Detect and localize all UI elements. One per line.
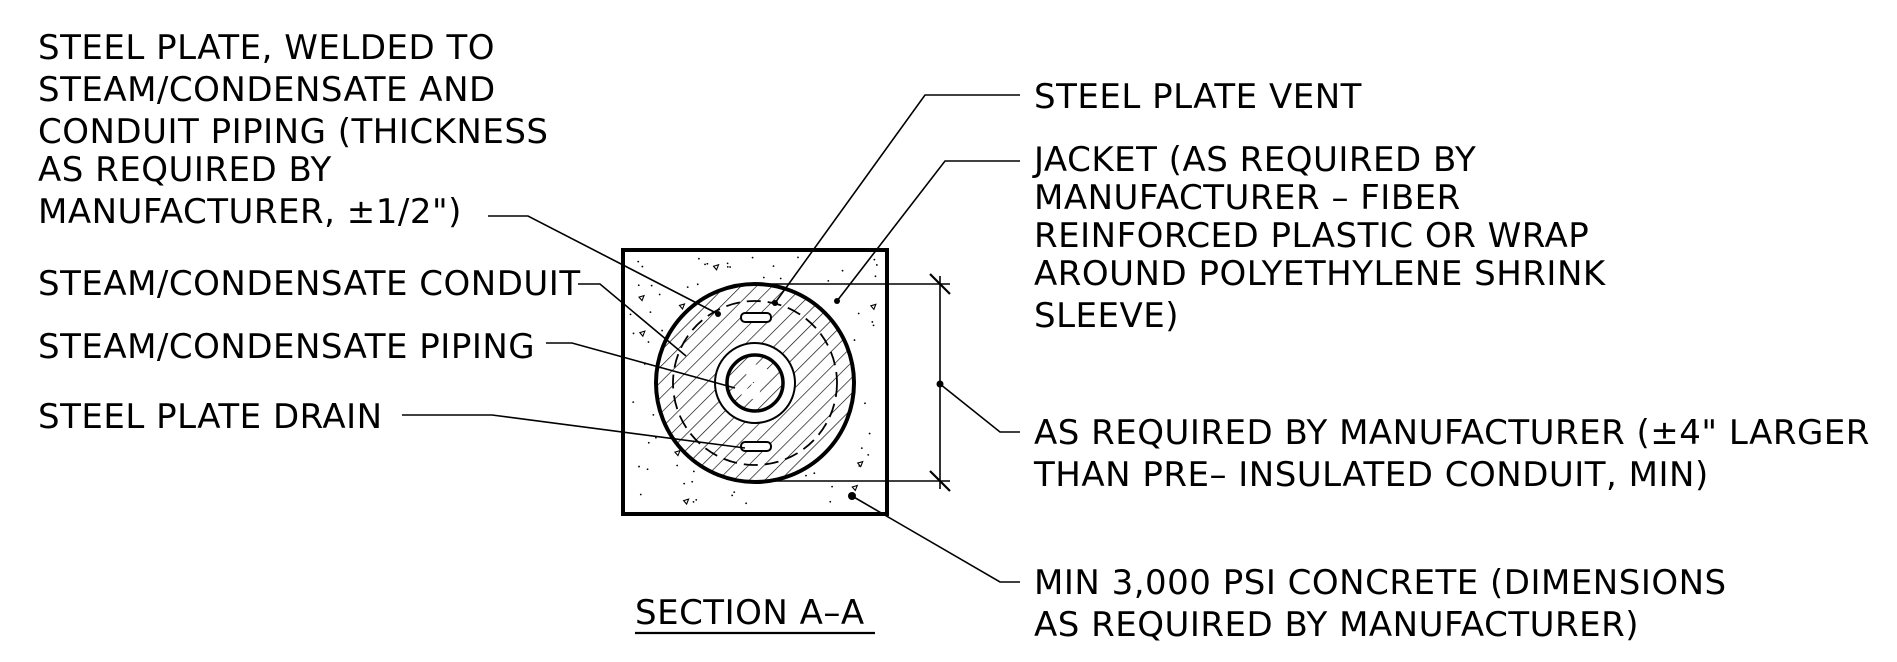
aggregate-triangle (638, 294, 645, 302)
aggregate-dot (762, 276, 765, 279)
steel-plate-drain-shape (740, 441, 772, 452)
aggregate-dot (772, 265, 775, 267)
jacket-line-1: JACKET (AS REQUIRED BY (1032, 140, 1476, 180)
aggregate-dot (779, 277, 782, 280)
aggregate-dot (864, 402, 866, 405)
leader-lines (402, 94, 1020, 583)
aggregate-triangle (851, 484, 859, 492)
aggregate-dot (676, 464, 679, 467)
concrete-line-1: MIN 3,000 PSI CONCRETE (DIMENSIONS (1034, 563, 1727, 603)
conduit-label: STEAM/CONDENSATE CONDUIT (38, 264, 581, 304)
dimension-line-2: THAN PRE– INSULATED CONDUIT, MIN) (1033, 455, 1709, 495)
concrete-label: MIN 3,000 PSI CONCRETE (DIMENSIONS AS RE… (1034, 563, 1738, 645)
aggregate-dot (706, 262, 709, 265)
aggregate-dot (797, 256, 799, 259)
aggregate-dot (647, 341, 650, 343)
steel-plate-welded-label: STEEL PLATE, WELDED TO STEAM/CONDENSATE … (38, 28, 560, 232)
aggregate-dot (731, 494, 734, 497)
jacket-label: JACKET (AS REQUIRED BY MANUFACTURER – FI… (1032, 140, 1617, 336)
aggregate-dot (704, 263, 706, 266)
dimension-line (755, 273, 951, 492)
dimension-line-1: AS REQUIRED BY MANUFACTURER (±4" LARGER (1034, 413, 1870, 453)
aggregate-dot (868, 432, 871, 435)
aggregate-dot (649, 311, 652, 313)
aggregate-dot (872, 324, 875, 327)
piping-label: STEAM/CONDENSATE PIPING (38, 327, 535, 367)
aggregate-dot (632, 332, 635, 335)
jacket-line-2: MANUFACTURER – FIBER (1034, 178, 1461, 218)
aggregate-dot (841, 269, 844, 272)
conduit-outline (672, 300, 838, 466)
aggregate-dot (629, 313, 632, 316)
aggregate-dot (698, 257, 700, 260)
aggregate-dot (729, 266, 731, 268)
steel-plate-welded-line-5: MANUFACTURER, ±1/2") (38, 192, 462, 232)
aggregate-dot (733, 491, 736, 494)
aggregate-dot (745, 502, 748, 505)
aggregate-dot (650, 284, 653, 287)
aggregate-dot (661, 329, 663, 332)
aggregate-dot (686, 286, 689, 288)
aggregate-dot (647, 441, 650, 444)
aggregate-dot (654, 436, 657, 439)
aggregate-dot (637, 260, 640, 263)
jacket-line-4: AROUND POLYETHYLENE SHRINK (1034, 254, 1607, 294)
aggregate-triangle (678, 303, 686, 310)
aggregate-dot (638, 465, 640, 468)
aggregate-dot (853, 339, 856, 341)
steel-plate-welded-line-1: STEEL PLATE, WELDED TO (38, 28, 495, 68)
steel-plate-welded-line-2: STEAM/CONDENSATE AND (38, 70, 496, 110)
aggregate-dot (827, 280, 830, 282)
drain-label: STEEL PLATE DRAIN (38, 397, 383, 437)
aggregate-triangle (638, 330, 646, 338)
aggregate-dot (873, 258, 876, 261)
aggregate-triangle (712, 263, 720, 271)
dimension-label: AS REQUIRED BY MANUFACTURER (±4" LARGER … (1033, 413, 1881, 495)
aggregate-dot (695, 498, 698, 501)
steel-plate-welded-line-3: CONDUIT PIPING (THICKNESS (38, 112, 549, 152)
aggregate-dot (637, 284, 640, 287)
aggregate-dot (683, 482, 686, 485)
aggregate-dot (860, 447, 863, 450)
concrete-aggregate (629, 256, 878, 506)
concrete-encasement (621, 248, 889, 516)
aggregate-dot (874, 275, 877, 278)
steel-plate-vent-shape (740, 312, 772, 323)
aggregate-dot (639, 493, 642, 496)
aggregate-dot (658, 293, 661, 296)
vent-label: STEEL PLATE VENT (1034, 77, 1362, 117)
aggregate-dot (641, 265, 644, 268)
steel-plate-welded-line-4: AS REQUIRED BY (38, 150, 332, 190)
aggregate-dot (805, 474, 807, 477)
aggregate-dot (692, 500, 695, 503)
aggregate-dot (831, 485, 833, 488)
aggregate-dot (813, 472, 816, 475)
aggregate-dot (696, 283, 699, 286)
aggregate-dot (875, 264, 878, 266)
carrier-pipe (725, 353, 785, 413)
aggregate-triangle (682, 498, 690, 506)
aggregate-dot (829, 500, 832, 503)
aggregate-dot (646, 468, 649, 471)
aggregate-dot (751, 256, 754, 259)
aggregate-triangle (856, 460, 864, 468)
jacket-line-3: REINFORCED PLASTIC OR WRAP (1034, 216, 1589, 256)
aggregate-triangle (869, 303, 877, 311)
aggregate-triangle (673, 449, 681, 457)
concrete-line-2: AS REQUIRED BY MANUFACTURER) (1034, 605, 1639, 645)
aggregate-dot (691, 480, 694, 483)
aggregate-dot (652, 413, 655, 416)
aggregate-dot (871, 321, 874, 323)
aggregate-dot (692, 470, 695, 473)
aggregate-dot (867, 454, 870, 456)
aggregate-dot (726, 262, 729, 265)
aggregate-dot (726, 265, 729, 268)
jacket-line-5: SLEEVE) (1034, 296, 1179, 336)
aggregate-dot (857, 312, 860, 315)
aggregate-dot (632, 401, 635, 404)
section-title: SECTION A–A (635, 593, 865, 633)
